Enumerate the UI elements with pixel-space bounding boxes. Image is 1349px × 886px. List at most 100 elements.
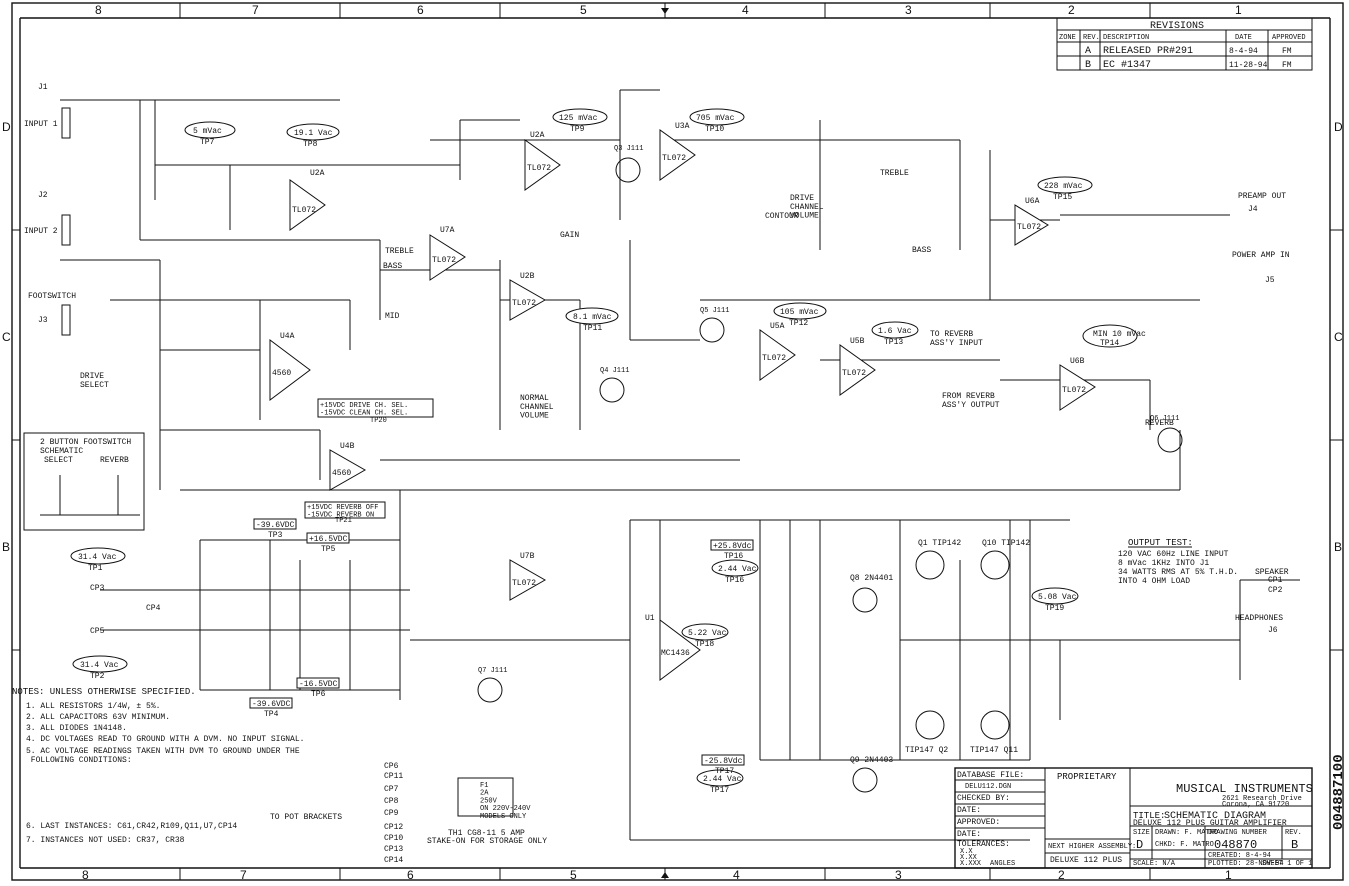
svg-text:11-28-94: 11-28-94 (1229, 61, 1268, 70)
svg-text:2: 2 (1058, 868, 1065, 882)
svg-text:DATE:: DATE: (957, 830, 981, 839)
svg-text:BASS: BASS (912, 246, 931, 255)
svg-text:-39.6VDC: -39.6VDC (252, 700, 291, 709)
svg-text:CP4: CP4 (146, 604, 161, 613)
svg-text:1.6 Vac: 1.6 Vac (878, 327, 912, 336)
svg-text:125 mVac: 125 mVac (559, 114, 598, 123)
document-number-vertical: 004887100 (1331, 754, 1347, 830)
svg-text:1: 1 (1235, 3, 1242, 17)
svg-text:CP14: CP14 (384, 856, 403, 865)
svg-text:U2A: U2A (310, 169, 325, 178)
notes-title: NOTES: UNLESS OTHERWISE SPECIFIED. (12, 687, 196, 697)
block-labels: INPUT 1 INPUT 2 FOOTSWITCH J1 J2 J3 J4 J… (23, 83, 1290, 846)
svg-text:U5B: U5B (850, 337, 865, 346)
svg-text:1: 1 (1225, 868, 1232, 882)
svg-text:4560: 4560 (272, 369, 291, 378)
svg-text:8-4-94: 8-4-94 (1229, 47, 1258, 56)
svg-text:TL072: TL072 (1062, 386, 1086, 395)
svg-text:REVERB: REVERB (100, 456, 129, 465)
svg-text:+15VDC DRIVE CH. SEL.-15VDC CL: +15VDC DRIVE CH. SEL.-15VDC CLEAN CH. SE… (320, 402, 408, 418)
svg-text:3: 3 (895, 868, 902, 882)
svg-text:J3: J3 (38, 316, 48, 325)
svg-text:4. DC VOLTAGES READ TO GROUND: 4. DC VOLTAGES READ TO GROUND WITH A DVM… (26, 735, 304, 744)
svg-text:X.XX: X.XX (960, 854, 978, 862)
svg-text:U3A: U3A (675, 122, 690, 131)
svg-text:34 WATTS RMS AT 5% T.H.D.: 34 WATTS RMS AT 5% T.H.D. (1118, 568, 1238, 577)
svg-text:Q6 J111: Q6 J111 (1150, 415, 1179, 423)
svg-text:TL072: TL072 (292, 206, 316, 215)
svg-text:5.08 Vac: 5.08 Vac (1038, 593, 1077, 602)
svg-text:TREBLE: TREBLE (880, 169, 909, 178)
svg-text:3: 3 (905, 3, 912, 17)
svg-text:CREATED: 8-4-94: CREATED: 8-4-94 (1208, 852, 1271, 860)
test-points: 5 mVac TP7 19.1 Vac TP8 125 mVac TP9 705… (70, 108, 1146, 795)
svg-text:TP3: TP3 (268, 531, 283, 540)
svg-text:Q8 2N4401: Q8 2N4401 (850, 574, 893, 583)
svg-text:J6: J6 (1268, 626, 1278, 635)
svg-text:TP19: TP19 (1045, 604, 1064, 613)
opamp-u5b (839, 344, 876, 396)
svg-text:FM: FM (1282, 61, 1292, 70)
zone-labels: 8 7 6 5 4 3 2 1 8 7 6 5 4 3 2 1 D C B D … (2, 3, 1343, 882)
opamp-u2a (289, 179, 326, 231)
notes: NOTES: UNLESS OTHERWISE SPECIFIED. 1. AL… (12, 687, 304, 845)
svg-text:D: D (2, 120, 11, 134)
svg-text:4: 4 (733, 868, 740, 882)
svg-text:U7A: U7A (440, 226, 455, 235)
svg-text:U4A: U4A (280, 332, 295, 341)
svg-text:SIZE: SIZE (1133, 829, 1150, 837)
company-name: MUSICAL INSTRUMENTS (1176, 782, 1313, 796)
svg-text:705 mVac: 705 mVac (696, 114, 735, 123)
svg-text:TIP147 Q11: TIP147 Q11 (970, 746, 1018, 755)
svg-text:TP16: TP16 (725, 576, 744, 585)
svg-text:DRAWING NUMBER: DRAWING NUMBER (1208, 829, 1268, 837)
svg-text:SHEET 1 OF 1: SHEET 1 OF 1 (1262, 860, 1312, 868)
svg-text:TREBLE: TREBLE (385, 247, 414, 256)
svg-text:REV.: REV. (1083, 34, 1100, 42)
svg-text:4560: 4560 (332, 469, 351, 478)
footswitch-label: FOOTSWITCH (28, 292, 76, 301)
svg-text:DATE:: DATE: (957, 806, 981, 815)
svg-text:5.22 Vac: 5.22 Vac (688, 629, 727, 638)
svg-text:DESCRIPTION: DESCRIPTION (1103, 34, 1149, 42)
svg-text:SELECT: SELECT (44, 456, 73, 465)
svg-text:TL072: TL072 (1017, 223, 1041, 232)
svg-text:ZONE: ZONE (1059, 34, 1076, 42)
svg-text:31.4 Vac: 31.4 Vac (80, 661, 119, 670)
svg-text:D: D (1136, 838, 1143, 852)
svg-text:TL072: TL072 (762, 354, 786, 363)
svg-text:U7B: U7B (520, 552, 535, 561)
svg-text:NEXT HIGHER ASSEMBLY:: NEXT HIGHER ASSEMBLY: (1048, 843, 1136, 851)
svg-text:3. ALL DIODES 1N4148.: 3. ALL DIODES 1N4148. (26, 724, 127, 733)
svg-text:CP10: CP10 (384, 834, 403, 843)
svg-text:BASS: BASS (383, 262, 402, 271)
svg-text:B: B (2, 540, 10, 554)
opamps: TL072 TL072 TL072 TL072 TL072 4560 4560 … (269, 122, 1096, 681)
svg-text:J4: J4 (1248, 205, 1258, 214)
svg-text:TP1: TP1 (88, 564, 103, 573)
svg-text:TP21: TP21 (335, 517, 352, 525)
svg-text:120 VAC 60Hz LINE INPUT: 120 VAC 60Hz LINE INPUT (1118, 550, 1229, 559)
svg-text:TP2: TP2 (90, 672, 105, 681)
svg-text:FM: FM (1282, 47, 1292, 56)
svg-text:PLOTTED: 28-NOV-94: PLOTTED: 28-NOV-94 (1208, 860, 1284, 868)
title-main: SCHEMATIC DIAGRAM (1164, 811, 1266, 822)
svg-text:105 mVac: 105 mVac (780, 308, 819, 317)
svg-text:6. LAST INSTANCES: C61,CR42,R1: 6. LAST INSTANCES: C61,CR42,R109,Q11,U7,… (26, 822, 237, 831)
svg-text:CP12: CP12 (384, 823, 403, 832)
svg-text:6: 6 (407, 868, 414, 882)
svg-text:TL072: TL072 (842, 369, 866, 378)
svg-text:TITLE:: TITLE: (1133, 811, 1165, 821)
svg-text:EC #1347: EC #1347 (1103, 60, 1151, 71)
svg-text:TP18: TP18 (695, 640, 714, 649)
svg-text:RELEASED PR#291: RELEASED PR#291 (1103, 46, 1193, 57)
svg-text:8.1 mVac: 8.1 mVac (573, 313, 612, 322)
opamp-u1 (659, 619, 701, 681)
svg-text:CHKD: F. MATRO: CHKD: F. MATRO (1155, 841, 1214, 849)
